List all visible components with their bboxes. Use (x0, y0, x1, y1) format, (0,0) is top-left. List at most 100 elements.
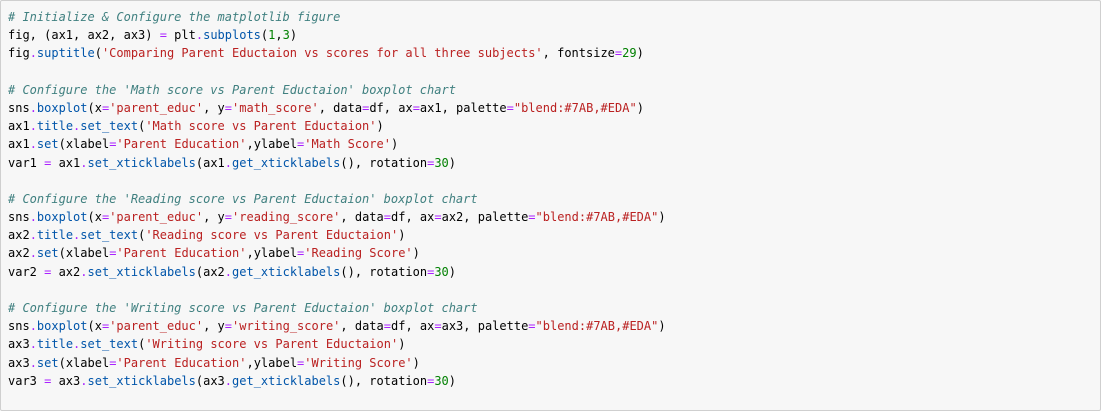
code-line[interactable]: sns.boxplot(x='parent_educ', y='reading_… (8, 208, 666, 226)
code-line[interactable]: ax2.title.set_text('Reading score vs Par… (8, 226, 666, 244)
code-line[interactable]: ax2.set(xlabel='Parent Education',ylabel… (8, 244, 666, 262)
code-token-text: df, ax (391, 210, 435, 225)
code-token-text: (ax1 (195, 155, 225, 170)
code-token-op: . (224, 264, 233, 279)
code-token-attr: get_xticklabels (232, 264, 341, 279)
code-token-text: , (275, 28, 283, 43)
code-token-text: ) (658, 319, 666, 334)
code-line[interactable]: # Configure the 'Writing score vs Parent… (8, 299, 666, 317)
code-token-text: (xlabel (58, 355, 110, 370)
code-line[interactable]: ax3.title.set_text('Writing score vs Par… (8, 335, 666, 353)
code-token-attr: title (36, 337, 74, 352)
code-line[interactable] (8, 172, 666, 190)
code-line[interactable]: fig, (ax1, ax2, ax3) = plt.subplots(1,3) (8, 26, 666, 44)
code-token-string: 'Reading score vs Parent Eductaion' (145, 228, 399, 243)
code-token-op: . (29, 337, 37, 352)
code-token-string: 'Math score vs Parent Eductaion' (145, 119, 377, 134)
code-line[interactable]: sns.boxplot(x='parent_educ', y='writing_… (8, 317, 666, 335)
code-token-text: sns (8, 319, 30, 334)
code-token-text: ) (448, 373, 457, 388)
code-token-op: = (44, 155, 52, 170)
code-token-number: 30 (434, 264, 449, 279)
code-token-op: = (528, 319, 536, 334)
code-token-comment: # Configure the 'Writing score vs Parent… (8, 301, 478, 315)
code-token-string: 'reading_score' (232, 210, 341, 225)
code-token-text: ,ylabel (246, 355, 298, 370)
code-token-op: = (44, 373, 52, 388)
code-line[interactable]: fig.suptitle('Comparing Parent Eductaion… (8, 44, 666, 62)
code-token-comment: # Initialize & Configure the matplotlib … (8, 10, 341, 24)
code-token-string: 'parent_educ' (109, 100, 204, 115)
code-token-attr: title (36, 228, 74, 243)
code-editor[interactable]: # Initialize & Configure the matplotlib … (8, 8, 666, 390)
code-token-string: 'Writing score vs Parent Eductaion' (145, 337, 399, 352)
code-token-op: = (44, 264, 52, 279)
code-line[interactable] (8, 281, 666, 299)
code-token-op: . (29, 46, 37, 61)
code-token-text: df, ax (369, 100, 413, 115)
code-token-op: . (73, 337, 81, 352)
code-token-comment: # Configure the 'Reading score vs Parent… (8, 191, 478, 206)
code-line[interactable]: sns.boxplot(x='parent_educ', y='math_sco… (8, 99, 666, 117)
code-token-text: ax1, palette (419, 100, 507, 115)
code-line[interactable]: var1 = ax1.set_xticklabels(ax1.get_xtick… (8, 154, 666, 172)
code-token-text: (x (87, 210, 102, 225)
code-token-text: ax1 (8, 137, 30, 152)
code-token-op: . (29, 319, 37, 334)
code-token-attr: set (36, 246, 59, 261)
code-token-op: = (434, 319, 442, 334)
code-token-attr: boxplot (36, 319, 88, 334)
code-line[interactable]: # Configure the 'Math score vs Parent Ed… (8, 81, 666, 99)
code-token-text: , y (203, 100, 225, 115)
code-token-attr: title (36, 119, 74, 134)
code-token-op: . (73, 119, 81, 134)
code-token-text: ) (289, 28, 298, 43)
code-token-text: ) (412, 246, 420, 261)
code-token-op: = (427, 264, 435, 279)
code-line[interactable]: ax1.set(xlabel='Parent Education',ylabel… (8, 135, 666, 153)
code-token-text: ax1 (51, 155, 81, 170)
code-token-op: . (73, 228, 81, 243)
code-line[interactable]: # Initialize & Configure the matplotlib … (8, 8, 666, 26)
code-token-text: ax2, palette (441, 210, 529, 225)
code-token-text: ) (398, 228, 406, 243)
code-token-text: ) (658, 210, 666, 225)
code-token-text: sns (8, 100, 30, 115)
code-token-op: = (427, 155, 435, 170)
code-token-string: "blend:#7AB,#EDA" (535, 210, 659, 225)
code-token-text: (ax2 (195, 264, 225, 279)
code-token-op: . (80, 155, 88, 170)
code-token-attr: set_text (80, 119, 139, 134)
code-line[interactable]: ax3.set(xlabel='Parent Education',ylabel… (8, 354, 666, 372)
code-line[interactable]: var3 = ax3.set_xticklabels(ax3.get_xtick… (8, 372, 666, 390)
code-token-text: , y (203, 210, 225, 225)
code-token-comment: # Configure the 'Math score vs Parent Ed… (8, 82, 456, 97)
code-token-attr: set_xticklabels (87, 264, 196, 279)
code-token-text: ) (448, 264, 457, 279)
code-token-text: var1 (8, 155, 45, 170)
code-token-text: (ax3 (195, 373, 225, 388)
code-token-op: . (29, 210, 37, 225)
code-token-text: df, ax (391, 319, 435, 334)
code-token-op: . (80, 264, 88, 279)
code-token-text: ax2 (51, 264, 81, 279)
code-token-op: = (101, 100, 110, 115)
code-token-op: . (29, 228, 37, 243)
code-line[interactable]: var2 = ax2.set_xticklabels(ax2.get_xtick… (8, 263, 666, 281)
code-token-string: 'math_score' (232, 100, 319, 115)
code-line[interactable]: ax1.title.set_text('Math score vs Parent… (8, 117, 666, 135)
code-line[interactable] (8, 63, 666, 81)
code-token-attr: set (36, 137, 59, 152)
code-token-string: 'Comparing Parent Eductaion vs scores fo… (101, 46, 543, 61)
code-token-text: fig, (ax1, ax2, ax3) (8, 28, 160, 43)
code-token-text: ,ylabel (246, 246, 298, 261)
code-token-attr: subplots (203, 28, 261, 43)
code-token-op: = (362, 100, 370, 115)
code-token-op: = (297, 355, 305, 370)
code-token-text: ax3 (51, 373, 81, 388)
code-token-text: ax2 (8, 228, 30, 243)
code-token-op: = (434, 210, 442, 225)
code-token-op: = (159, 28, 167, 43)
code-line[interactable]: # Configure the 'Reading score vs Parent… (8, 190, 666, 208)
